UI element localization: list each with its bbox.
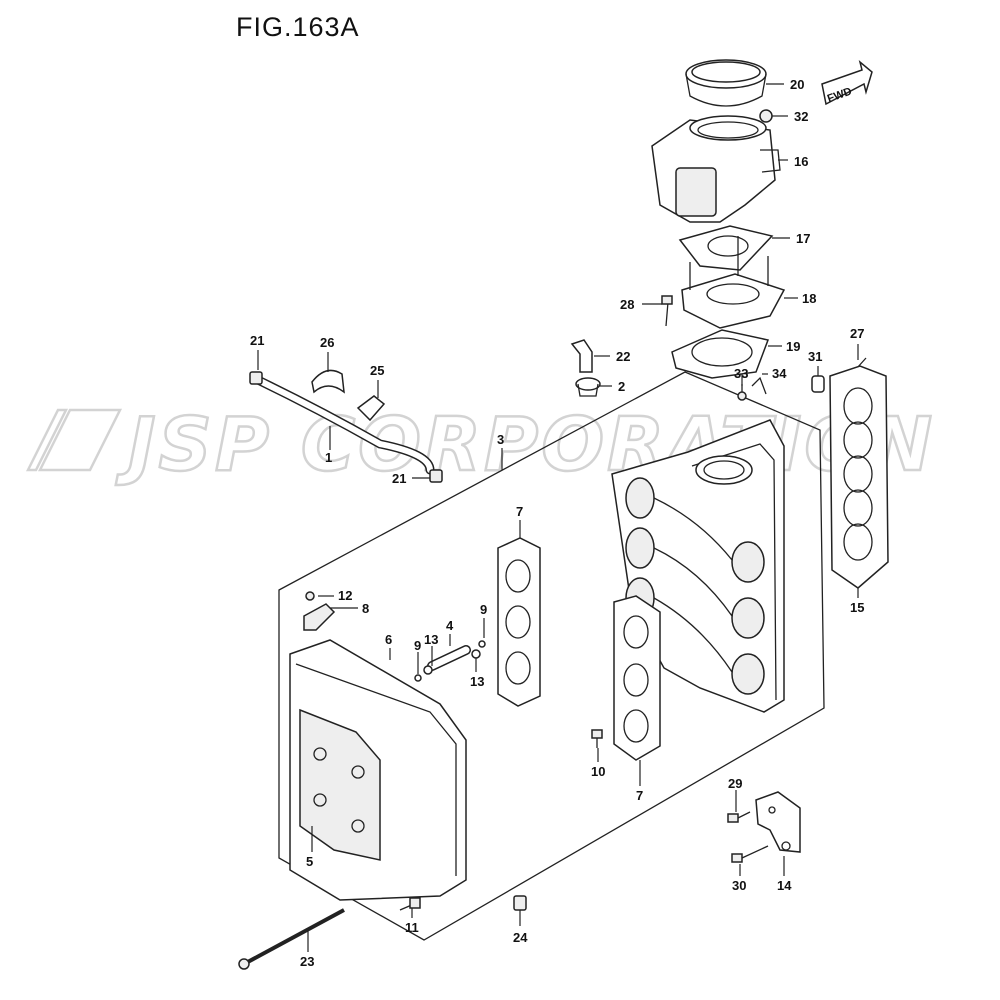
callout-21-lower: 21	[392, 471, 406, 486]
screw-part-12	[305, 591, 315, 601]
callout-7-lower: 7	[636, 788, 643, 803]
callout-33: 33	[734, 366, 748, 381]
oring-part-13-left	[423, 665, 433, 675]
nut-part-24	[513, 895, 527, 911]
hose-part-1	[253, 375, 435, 475]
callout-3: 3	[497, 432, 504, 447]
gasket-part-17	[678, 225, 774, 271]
callout-26: 26	[320, 335, 334, 350]
callout-23: 23	[300, 954, 314, 969]
callout-22: 22	[616, 349, 630, 364]
callout-10: 10	[591, 764, 605, 779]
watermark: JSP CORPORATION	[25, 401, 935, 489]
ring-part-20	[685, 59, 767, 107]
callout-16: 16	[794, 154, 808, 169]
callout-12: 12	[338, 588, 352, 603]
callout-17: 17	[796, 231, 810, 246]
callout-7-upper: 7	[516, 504, 523, 519]
sleeve-part-31	[811, 375, 825, 393]
gasket-part-7-upper	[497, 537, 541, 707]
grommet-part-2	[575, 377, 601, 397]
clamp-part-21-lower	[429, 469, 443, 483]
gasket-part-7-lower	[613, 595, 661, 761]
bolt-part-29	[727, 811, 751, 823]
callout-30: 30	[732, 878, 746, 893]
figure-title: FIG.163A	[236, 12, 360, 42]
callout-29: 29	[728, 776, 742, 791]
watermark-text: JSP CORPORATION	[115, 402, 935, 488]
sensor-part-8	[303, 603, 336, 631]
cover-part-5	[299, 708, 381, 861]
bolt-part-10	[591, 729, 603, 748]
bolt-part-28	[661, 295, 673, 327]
fitting-part-22	[570, 339, 593, 373]
callout-9-left: 9	[414, 638, 421, 653]
gasket-part-19	[671, 329, 770, 379]
callout-13-left: 13	[424, 632, 438, 647]
callout-20: 20	[790, 77, 804, 92]
nut-part-32	[759, 109, 773, 123]
callout-14: 14	[777, 878, 792, 893]
oring-part-13-right	[471, 649, 481, 659]
callout-24: 24	[513, 930, 528, 945]
callout-5: 5	[306, 854, 313, 869]
callout-13-right: 13	[470, 674, 484, 689]
clamp-part-21-upper	[249, 371, 263, 385]
bolt-part-33	[737, 384, 747, 401]
callout-6: 6	[385, 632, 392, 647]
callout-4: 4	[446, 618, 454, 633]
bolt-part-11	[399, 897, 421, 911]
clip-part-34	[751, 376, 767, 395]
watermark-logo-icon	[25, 408, 123, 472]
fwd-arrow-icon: FWD	[821, 59, 873, 105]
tube-part-4	[427, 645, 471, 671]
callout-25: 25	[370, 363, 384, 378]
bolt-part-30	[731, 845, 769, 863]
callout-11: 11	[405, 920, 419, 935]
callout-21-upper: 21	[250, 333, 264, 348]
bracket-part-14	[755, 791, 801, 853]
callout-2: 2	[618, 379, 625, 394]
callout-1: 1	[325, 450, 332, 465]
callout-9-right: 9	[480, 602, 487, 617]
throttle-body-part-16	[651, 115, 781, 223]
callout-31: 31	[808, 349, 822, 364]
oring-part-9-right	[478, 640, 486, 648]
callout-19: 19	[786, 339, 800, 354]
callout-18: 18	[802, 291, 816, 306]
callout-8: 8	[362, 601, 369, 616]
clip-part-25	[356, 395, 386, 422]
oring-part-9-left	[414, 674, 422, 682]
bolt-part-23	[238, 908, 345, 970]
bracket-part-26	[311, 369, 345, 394]
callout-27: 27	[850, 326, 864, 341]
callout-15: 15	[850, 600, 864, 615]
adapter-plate-part-18	[681, 236, 786, 329]
callout-32: 32	[794, 109, 808, 124]
callout-28: 28	[620, 297, 634, 312]
assembly-boundary	[278, 371, 825, 941]
callout-34: 34	[772, 366, 787, 381]
gasket-part-15	[829, 365, 889, 589]
